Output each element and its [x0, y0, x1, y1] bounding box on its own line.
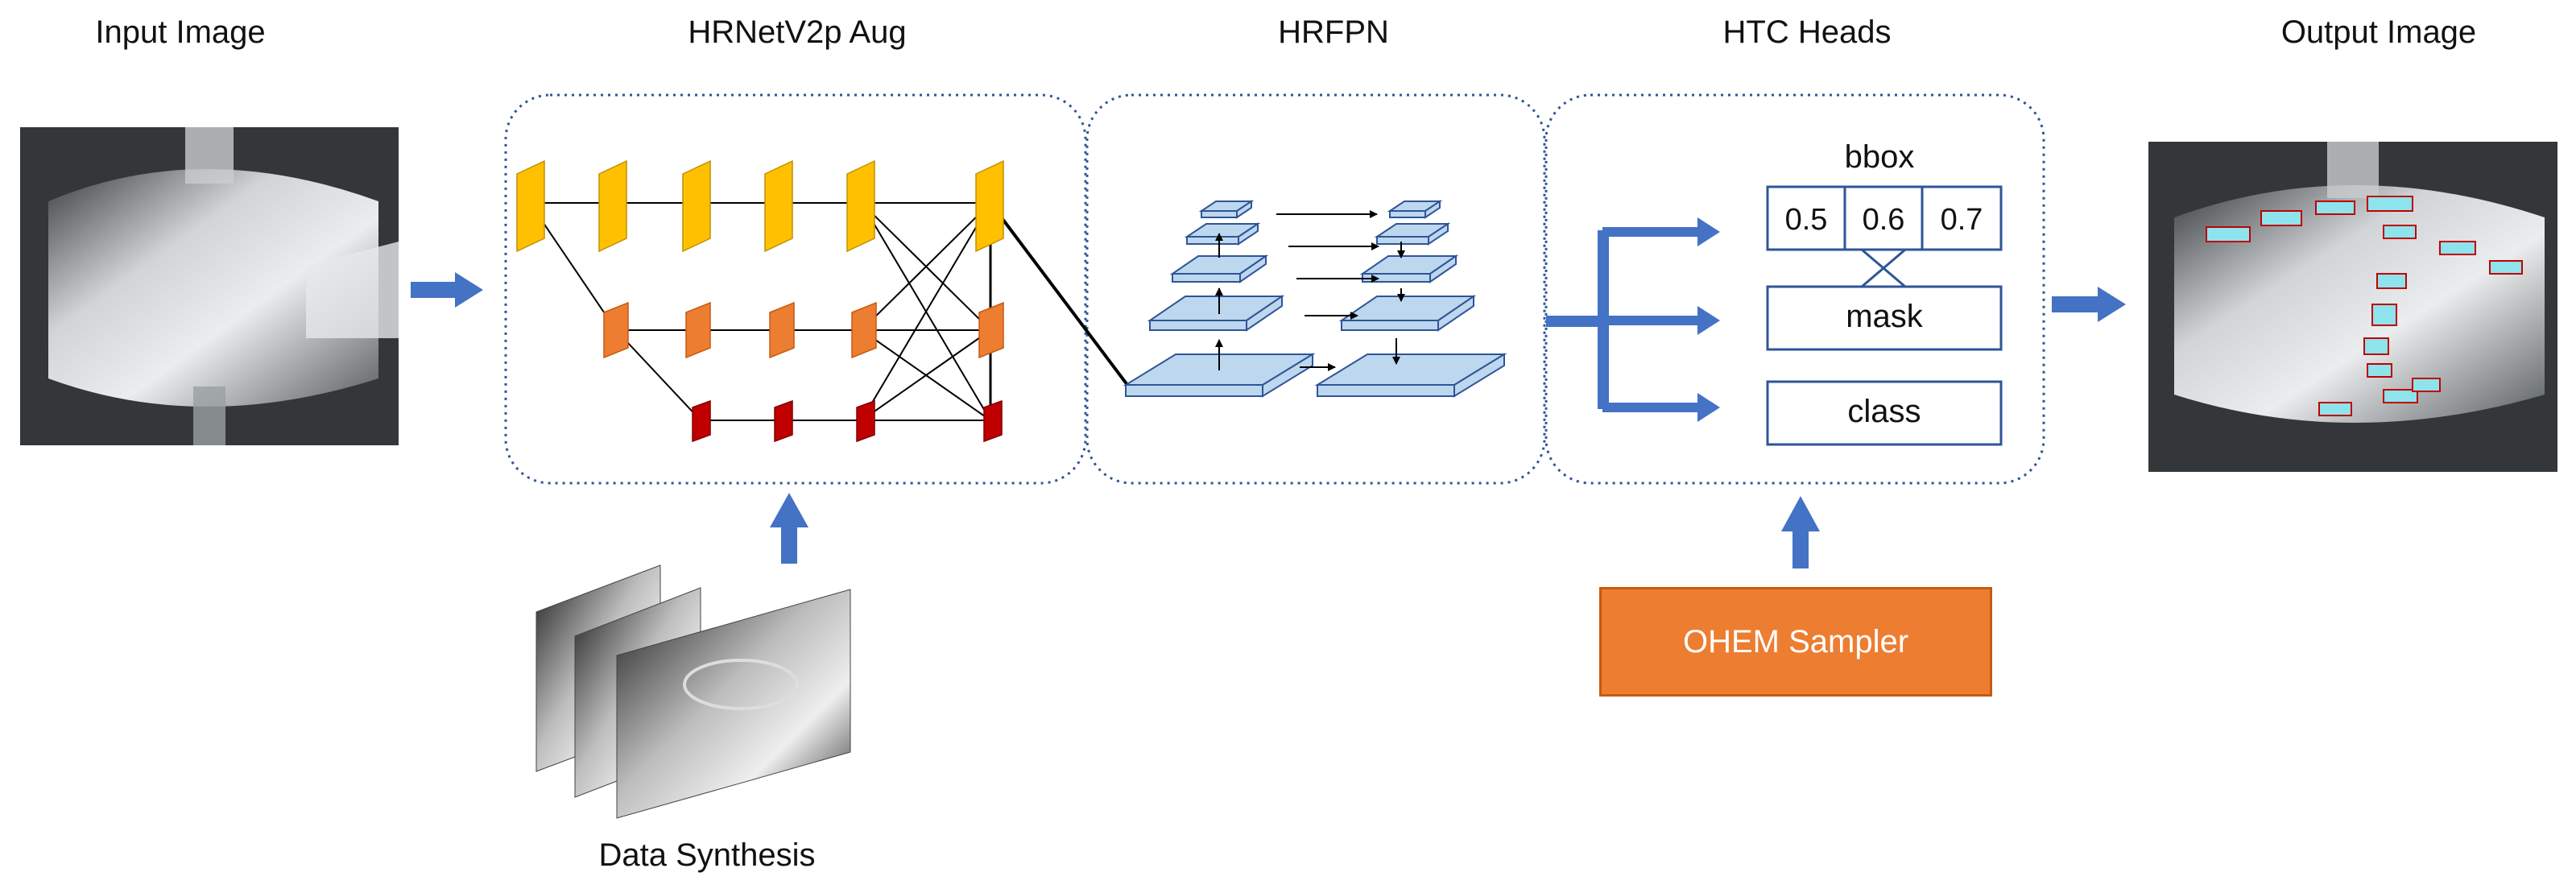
- class-label: class: [1847, 394, 1921, 429]
- heads-label: HTC Heads: [1722, 14, 1892, 50]
- output-image: [2148, 142, 2557, 472]
- hrnet-feature-maps: [516, 159, 1004, 443]
- output-image-label: Output Image: [2280, 14, 2477, 50]
- neck-label: HRFPN: [1278, 14, 1389, 50]
- heads-panel: [1544, 93, 2045, 485]
- backbone-panel: [504, 93, 1087, 485]
- bbox-value-2: 0.6: [1863, 203, 1905, 237]
- bbox-value-boxes: [1766, 185, 2003, 251]
- mask-label: mask: [1846, 299, 1924, 334]
- arrow-sampler-to-heads: [1781, 496, 1820, 568]
- bbox-title: bbox: [1845, 139, 1915, 175]
- bbox-to-mask-connector: [1861, 248, 1906, 288]
- class-box: [1766, 380, 2003, 446]
- heads-branch-arrows: [1546, 217, 1720, 422]
- mask-box: [1766, 285, 2003, 351]
- neck-panel: [1085, 93, 1546, 485]
- arrow-input-to-backbone: [411, 272, 483, 308]
- arrow-heads-to-output: [2052, 287, 2126, 322]
- input-image: [20, 127, 399, 445]
- arrow-synthesis-to-backbone: [770, 493, 808, 564]
- data-synthesis-images: [535, 564, 851, 819]
- data-synthesis-label: Data Synthesis: [598, 837, 816, 873]
- hrfpn-pyramids: [1123, 200, 1507, 398]
- bbox-value-1: 0.5: [1785, 203, 1828, 237]
- ohem-sampler-box: OHEM Sampler: [1599, 587, 1992, 697]
- input-image-label: Input Image: [95, 14, 266, 50]
- ohem-sampler-label: OHEM Sampler: [1682, 623, 1909, 659]
- hrfpn-arrows: [1215, 210, 1405, 371]
- backbone-label: HRNetV2p Aug: [688, 14, 907, 50]
- bbox-value-3: 0.7: [1941, 203, 1983, 237]
